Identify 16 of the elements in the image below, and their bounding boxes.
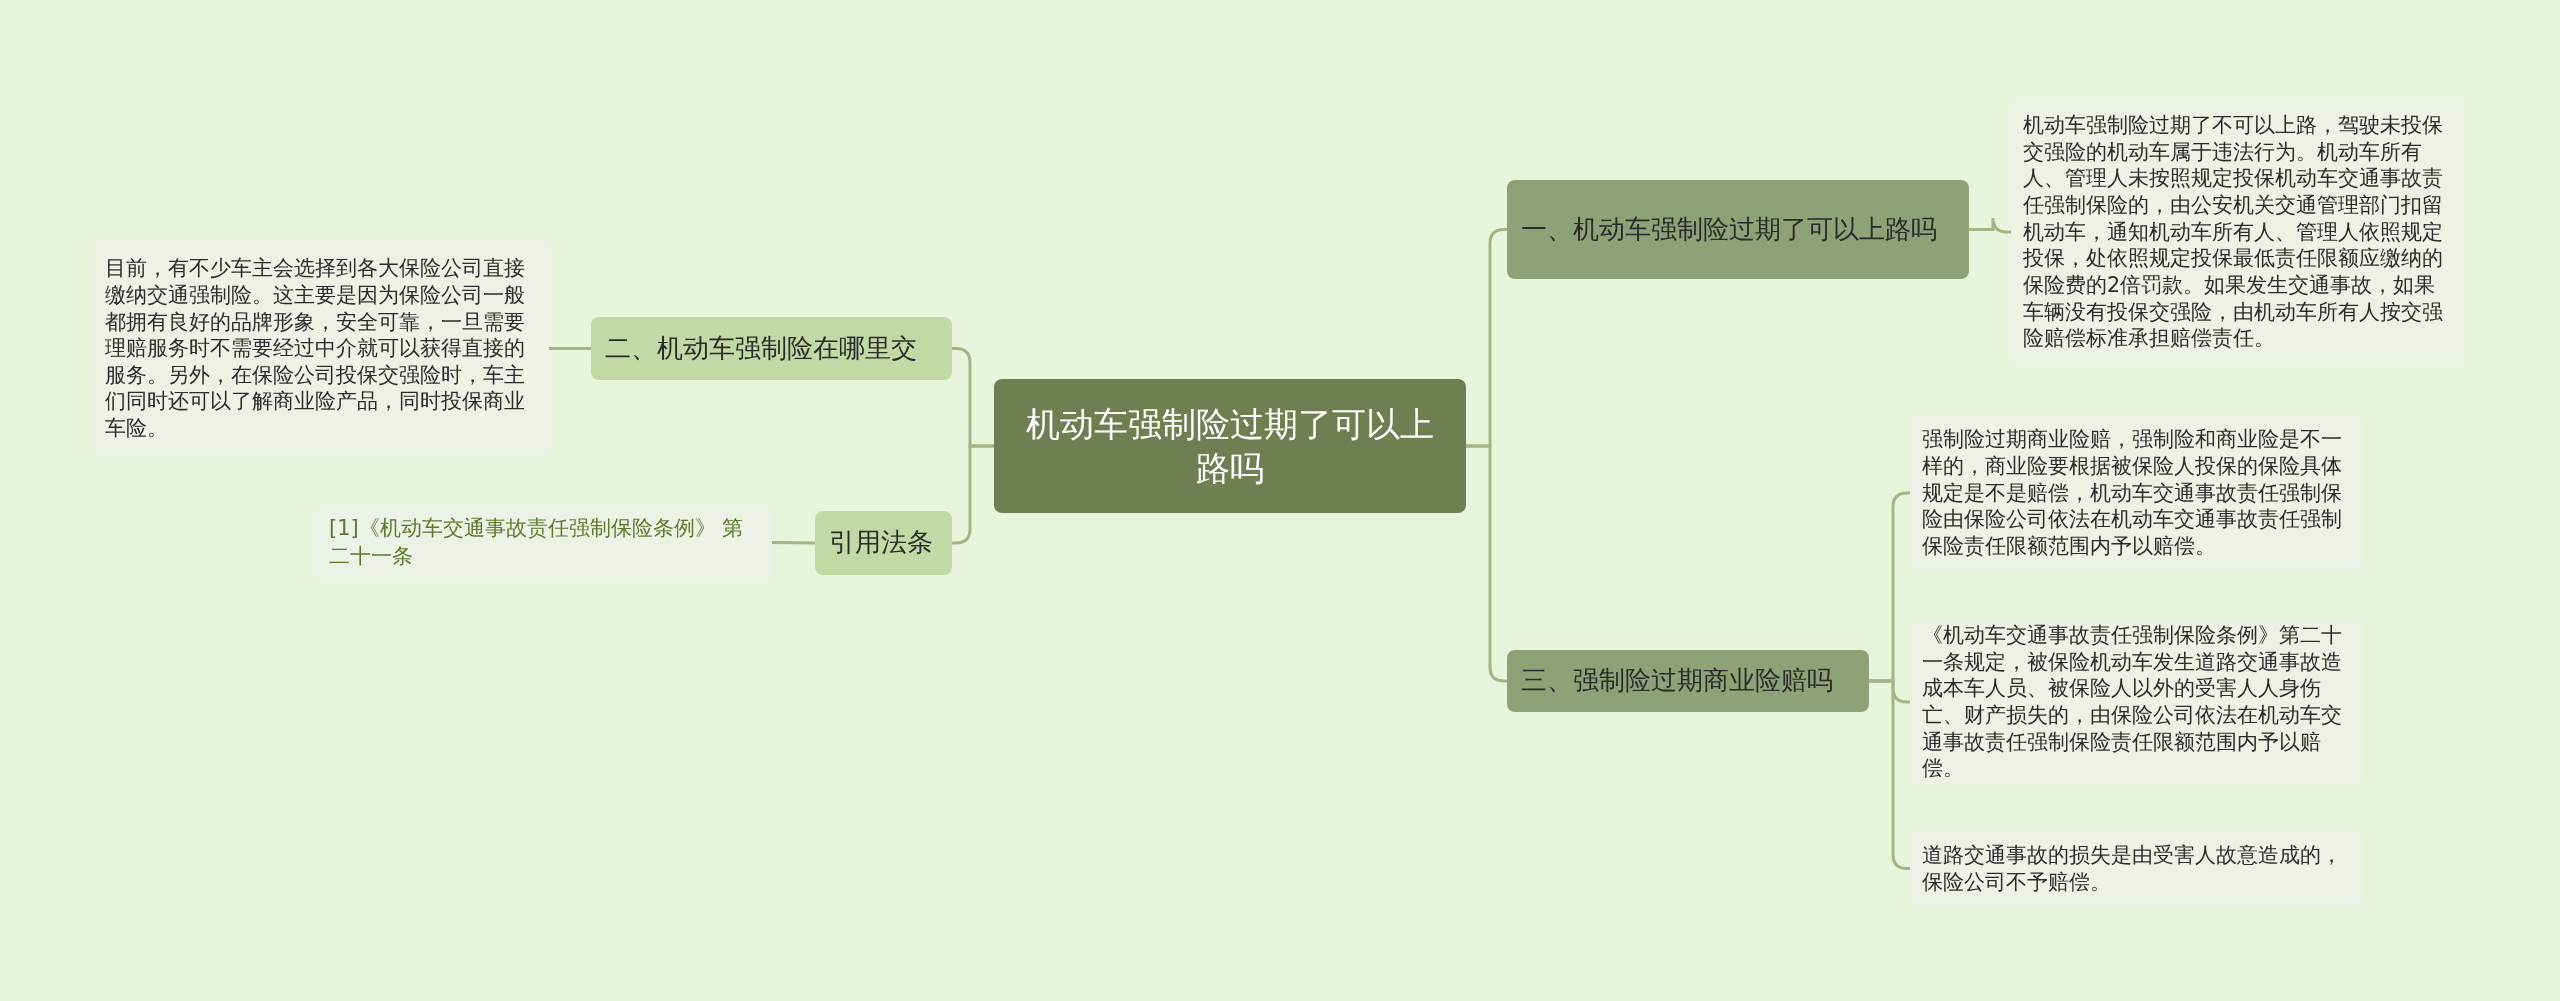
note-box: 《机动车交通事故责任强制保险条例》第二十一条规定，被保险机动车发生道路交通事故造成本车人员、被保险人以外的受害人人身伤亡、财产损失的，由保险公司依法在机动车交通事故责任强制保险责任限额范围内予以赔偿。 [1910,620,2364,784]
topic-box: 二、机动车强制险在哪里交 [591,317,952,380]
topic-box: 一、机动车强制险过期了可以上路吗 [1507,180,1969,279]
note-box: 道路交通事故的损失是由受害人故意造成的，保险公司不予赔偿。 [1910,829,2364,908]
topic-box: 机动车强制险过期了可以上路吗 [994,379,1466,513]
topic-box: 引用法条 [815,511,952,575]
note-box: 机动车强制险过期了不可以上路，驾驶未投保交强险的机动车属于违法行为。机动车所有人、管理人未按照规定投保机动车交通事故责任强制保险的，由公安机关交通管理部门扣留机动车，通知机动车所有人、管理人依照规定投保，处依照规定投保最低责任限额应缴纳的保险费的2倍罚款。如果发生交通事故，如果车辆没有投保交强险，由机动车所有人按交强险赔偿标准承担赔偿责任。 [2011,98,2465,366]
connector-line [1869,679,1910,870]
note-box: 目前，有不少车主会选择到各大保险公司直接缴纳交通强制险。这主要是因为保险公司一般都拥有良好的品牌形象，安全可靠，一旦需要理赔服务时不需要经过中介就可以获得直接的服务。另外，在保险公司投保交强险时，车主们同时还可以了解商业险产品，同时投保商业车险。 [93,240,549,457]
note-box: 强制险过期商业险赔，强制险和商业险是不一样的，商业险要根据被保险人投保的保险具体规定是不是赔偿，机动车交通事故责任强制保险由保险公司依法在机动车交通事故责任强制保险责任限额范围内予以赔偿。 [1910,415,2364,571]
connector-line [772,541,815,545]
connector-line [1969,216,2011,234]
topic-box: 三、强制险过期商业险赔吗 [1507,650,1869,712]
connector-line [1466,444,1507,683]
reference-box: [1]《机动车交通事故责任强制保险条例》 第二十一条 [315,504,772,581]
connector-line [549,347,591,350]
